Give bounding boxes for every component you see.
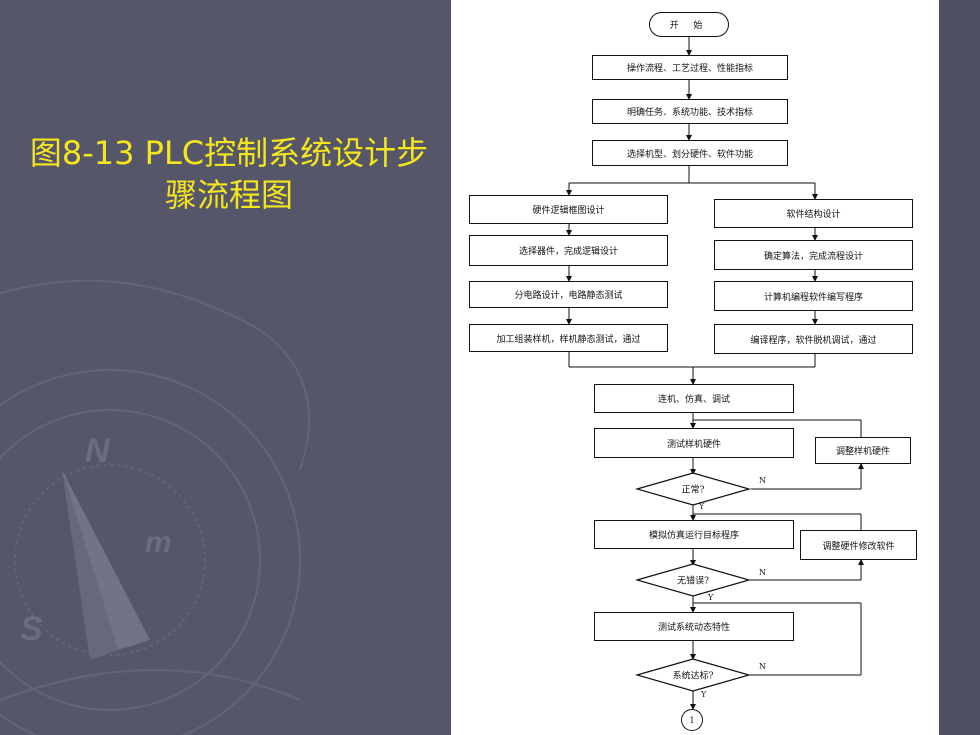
slide-title-line2: 骤流程图 bbox=[164, 176, 293, 214]
decision-3-shape bbox=[634, 658, 752, 692]
decision-2-shape bbox=[634, 563, 752, 597]
step-simulate: 模拟仿真运行目标程序 bbox=[594, 520, 794, 549]
decision-1-no-label: N bbox=[759, 476, 766, 485]
start-node: 开 始 bbox=[649, 12, 729, 37]
step-define-task: 明确任务、系统功能、技术指标 bbox=[592, 99, 788, 124]
decision-2-label: 无错误? bbox=[677, 576, 709, 587]
right-edge-strip bbox=[939, 0, 980, 735]
decision-1-shape bbox=[634, 472, 752, 506]
sw-step-4: 编译程序，软件脱机调试，通过 bbox=[714, 324, 913, 354]
compass-n-mark: N bbox=[85, 432, 111, 470]
decision-3-no-label: N bbox=[759, 662, 766, 671]
flowchart-connectors bbox=[566, 37, 864, 710]
hw-step-1: 硬件逻辑框图设计 bbox=[469, 195, 668, 224]
decision-1-label: 正常? bbox=[681, 485, 705, 496]
slide-title: 图8-13 PLC控制系统设计步 骤流程图 bbox=[14, 132, 444, 216]
hw-step-2: 选择器件，完成逻辑设计 bbox=[469, 235, 668, 266]
flowchart-panel: 开 始 操作流程、工艺过程、性能指标 明确任务、系统功能、技术指标 选择机型、划… bbox=[451, 0, 939, 735]
step-joint-debug: 连机、仿真、调试 bbox=[594, 384, 794, 413]
step-adjust-software: 调整硬件修改软件 bbox=[800, 530, 917, 560]
slide-title-line1: 图8-13 PLC控制系统设计步 bbox=[29, 134, 429, 172]
decision-3-yes-label: Y bbox=[701, 690, 707, 699]
step-test-dynamics: 测试系统动态特性 bbox=[594, 612, 794, 641]
decision-2-yes-label: Y bbox=[708, 593, 714, 602]
step-adjust-hardware: 调整样机硬件 bbox=[815, 437, 911, 464]
step-test-hardware: 测试样机硬件 bbox=[594, 428, 794, 458]
sw-step-3: 计算机编程软件编写程序 bbox=[714, 281, 913, 311]
decision-1-yes-label: Y bbox=[699, 502, 705, 511]
compass-s-mark: S bbox=[20, 610, 43, 648]
hw-step-4: 加工组装样机，样机静态测试，通过 bbox=[469, 324, 668, 352]
compass-m-mark: m bbox=[145, 526, 172, 559]
decision-3-label: 系统达标? bbox=[672, 671, 714, 682]
step-select-model: 选择机型、划分硬件、软件功能 bbox=[592, 140, 788, 166]
sw-step-2: 确定算法，完成流程设计 bbox=[714, 240, 913, 270]
hw-step-3: 分电路设计，电路静态测试 bbox=[469, 281, 668, 308]
step-process-requirements: 操作流程、工艺过程、性能指标 bbox=[592, 55, 788, 80]
connector-node: 1 bbox=[681, 709, 703, 731]
decision-2-no-label: N bbox=[759, 568, 766, 577]
compass-needle-icon bbox=[62, 470, 150, 660]
sw-step-1: 软件结构设计 bbox=[714, 199, 913, 228]
